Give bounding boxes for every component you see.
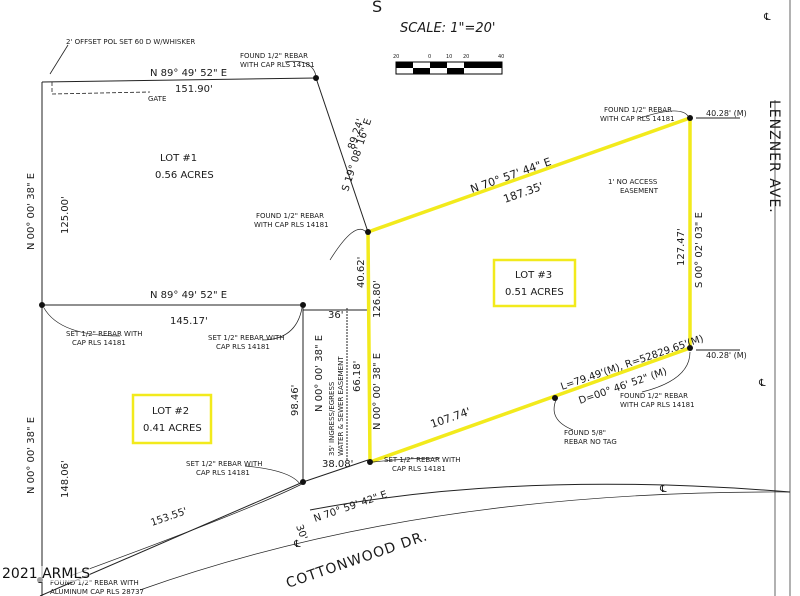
dist-lot3-left-a: 40.62' [356, 257, 367, 288]
bearing-left-lower: N 00° 00' 38" E [26, 417, 37, 494]
dist-lot3-right: 127.47' [676, 228, 687, 266]
dist-right-top: 40.28' (M) [706, 109, 747, 118]
centerline-mark: ℄ [659, 484, 667, 495]
scale-tick: 20 [393, 54, 399, 60]
note-found-br: FOUND 1/2" REBAR WITH CAP RLS 14181 [620, 392, 695, 409]
svg-text:SET 1/2" REBAR WITH: SET 1/2" REBAR WITH [384, 456, 461, 464]
bearing-mid: N 89° 49' 52" E [150, 290, 227, 301]
note-set-mid: SET 1/2" REBAR WITH CAP RLS 14181 [208, 334, 285, 351]
svg-text:WATER & SEWER EASEMENT: WATER & SEWER EASEMENT [337, 356, 345, 456]
svg-text:1' NO ACCESS: 1' NO ACCESS [608, 178, 658, 186]
bearing-top: N 89° 49' 52" E [150, 68, 227, 79]
svg-text:WITH CAP RLS 14181: WITH CAP RLS 14181 [620, 401, 695, 409]
note-gate: GATE [148, 95, 166, 103]
svg-text:SET 1/2" REBAR WITH: SET 1/2" REBAR WITH [208, 334, 285, 342]
svg-text:FOUND 1/2" REBAR: FOUND 1/2" REBAR [240, 52, 308, 60]
svg-text:CAP RLS 14181: CAP RLS 14181 [72, 339, 126, 347]
dist-lot2-right: 98.46' [290, 385, 301, 416]
centerline-mark: ℄ [763, 12, 771, 23]
svg-text:FOUND 1/2" REBAR: FOUND 1/2" REBAR [620, 392, 688, 400]
centerline-mark: ℄ [293, 539, 301, 550]
svg-text:0.56 ACRES: 0.56 ACRES [155, 170, 214, 181]
svg-text:CAP RLS 14181: CAP RLS 14181 [392, 465, 446, 473]
svg-text:0.41 ACRES: 0.41 ACRES [143, 423, 202, 434]
svg-text:ALUMINUM CAP RLS 28737: ALUMINUM CAP RLS 28737 [50, 588, 144, 596]
note-set-left: SET 1/2" REBAR WITH CAP RLS 14181 [66, 330, 143, 347]
dist-left-lower: 148.06' [60, 460, 71, 498]
bearing-lot3-right: S 00° 02' 03" E [694, 212, 705, 288]
svg-text:WITH CAP RLS 14181: WITH CAP RLS 14181 [600, 115, 675, 123]
dist-lot3-left-b: 126.80' [372, 280, 383, 318]
dist-mid: 145.17' [170, 316, 208, 327]
svg-text:LOT #3: LOT #3 [515, 270, 552, 281]
scale-tick: 10 [446, 54, 452, 60]
easement-label: 35' INGRESS/EGRESS WATER & SEWER EASEMEN… [328, 356, 345, 456]
note-found-bl: FOUND 1/2" REBAR WITH ALUMINUM CAP RLS 2… [50, 579, 144, 596]
note-set-lot2: SET 1/2" REBAR WITH CAP RLS 14181 [186, 460, 263, 477]
dist-right-bottom: 40.28' (M) [706, 351, 747, 360]
scale-tick: 20 [463, 54, 469, 60]
svg-text:WITH CAP RLS 14181: WITH CAP RLS 14181 [240, 61, 315, 69]
svg-text:FOUND 1/2" REBAR: FOUND 1/2" REBAR [256, 212, 324, 220]
centerline-mark: ℄ [758, 378, 766, 389]
dist-top: 151.90' [175, 84, 213, 95]
scale-tick: 0 [428, 54, 431, 60]
leader-lines [43, 60, 691, 577]
svg-text:REBAR NO TAG: REBAR NO TAG [564, 438, 617, 446]
svg-text:0.51 ACRES: 0.51 ACRES [505, 287, 564, 298]
svg-text:FOUND 5/8": FOUND 5/8" [564, 429, 606, 437]
svg-text:SET 1/2" REBAR WITH: SET 1/2" REBAR WITH [186, 460, 263, 468]
dist-lot2-bottom: 38.08' [322, 459, 353, 470]
svg-text:LOT #1: LOT #1 [160, 153, 197, 164]
watermark: 2021 ARMLS [2, 566, 91, 582]
svg-text:LOT #2: LOT #2 [152, 406, 189, 417]
scale-tick: 40 [498, 54, 504, 60]
note-pole: 2' OFFSET POL SET 60 D W/WHISKER [66, 38, 195, 46]
svg-text:35' INGRESS/EGRESS: 35' INGRESS/EGRESS [328, 381, 336, 456]
lot-1-label: LOT #1 0.56 ACRES [155, 153, 214, 181]
lot-3-label: LOT #3 0.51 ACRES [492, 258, 577, 308]
svg-text:EASEMENT: EASEMENT [620, 187, 659, 195]
note-found-tr: FOUND 1/2" REBAR WITH CAP RLS 14181 [600, 106, 675, 123]
dist-row: 30' [293, 523, 309, 541]
svg-text:FOUND 1/2" REBAR WITH: FOUND 1/2" REBAR WITH [50, 579, 139, 587]
note-found-mid: FOUND 1/2" REBAR WITH CAP RLS 14181 [254, 212, 329, 229]
dist-bottom: 153.55' [149, 506, 188, 529]
svg-text:SET 1/2" REBAR WITH: SET 1/2" REBAR WITH [66, 330, 143, 338]
street-lenzner: LENZNER AVE. [766, 100, 782, 214]
bearing-left-upper: N 00° 00' 38" E [26, 173, 37, 250]
svg-text:FOUND 1/2" REBAR: FOUND 1/2" REBAR [604, 106, 672, 114]
bearing-lot3-left: N 00° 00' 38" E [372, 353, 383, 430]
dist-mid-small: 36' [328, 310, 343, 321]
note-found-top: FOUND 1/2" REBAR WITH CAP RLS 14181 [240, 52, 315, 69]
scale-label: SCALE: 1"=20' [400, 21, 495, 36]
note-set-lot3: SET 1/2" REBAR WITH CAP RLS 14181 [384, 456, 461, 473]
bearing-lot2-right: N 00° 00' 38" E [314, 335, 325, 412]
scale-bar: 20 0 10 20 40 [393, 54, 504, 75]
dist-left-upper: 125.00' [60, 196, 71, 234]
note-found-58: FOUND 5/8" REBAR NO TAG [564, 429, 617, 446]
dist-ease-len: 66.18' [352, 361, 363, 392]
svg-text:WITH CAP RLS 14181: WITH CAP RLS 14181 [254, 221, 329, 229]
svg-text:CAP RLS 14181: CAP RLS 14181 [216, 343, 270, 351]
svg-text:CAP RLS 14181: CAP RLS 14181 [196, 469, 250, 477]
note-no-access: 1' NO ACCESS EASEMENT [608, 178, 659, 195]
lot-2-label: LOT #2 0.41 ACRES [131, 393, 213, 445]
top-fragment: S [372, 0, 382, 16]
